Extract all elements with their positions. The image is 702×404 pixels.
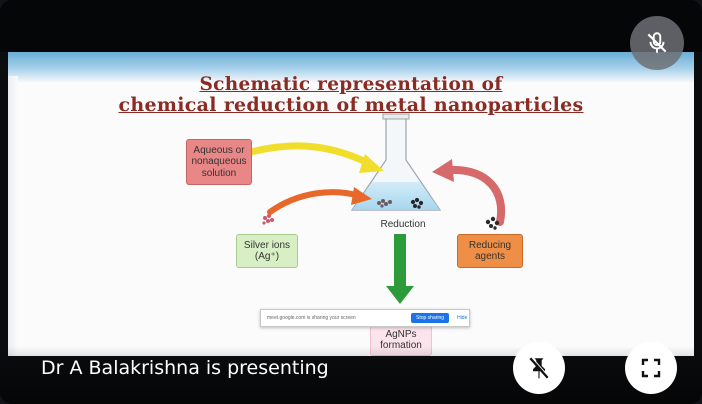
slide-header-band — [8, 52, 694, 82]
hide-share-bar-button[interactable]: Hide — [457, 315, 468, 321]
shared-slide: Schematic representation of chemical red… — [8, 52, 694, 356]
reducing-agents-box: Reducing agents — [457, 234, 523, 268]
slide-title-line1: Schematic representation of — [199, 74, 503, 95]
stop-sharing-button[interactable]: Stop sharing — [411, 313, 450, 323]
mic-off-icon — [647, 32, 667, 53]
fullscreen-button[interactable] — [625, 342, 677, 394]
reduction-diagram — [240, 113, 506, 304]
silver-ions-icon — [262, 214, 274, 225]
red-arrowhead — [432, 159, 454, 182]
slide-title-line2: chemical reduction of metal nanoparticle… — [118, 94, 584, 116]
share-bar-message: meet.google.com is sharing your screen — [267, 315, 356, 321]
yellow-arrowhead — [359, 154, 384, 173]
screen-share-bar: meet.google.com is sharing your screen S… — [260, 309, 470, 327]
red-arrow — [444, 165, 506, 226]
orange-arrow — [267, 189, 363, 215]
mic-status-indicator — [630, 16, 684, 70]
unpin-button[interactable] — [513, 342, 565, 394]
video-top-bar — [0, 0, 702, 52]
silver-ions-box: Silver ions (Ag⁺) — [236, 234, 298, 268]
bottom-shade — [0, 346, 702, 404]
orange-arrowhead — [351, 187, 372, 205]
fullscreen-icon — [641, 358, 661, 378]
flask-icon — [350, 113, 442, 211]
unpin-icon — [529, 356, 550, 379]
reducing-agent-icon — [485, 216, 500, 230]
slide-left-edge — [8, 76, 18, 356]
green-down-arrow — [386, 234, 414, 304]
aqueous-solution-box: Aqueous or nonaqueous solution — [186, 139, 252, 185]
yellow-arrow — [240, 142, 374, 168]
presenter-label: Dr A Balakrishna is presenting — [41, 357, 329, 379]
reduction-label: Reduction — [380, 219, 426, 230]
